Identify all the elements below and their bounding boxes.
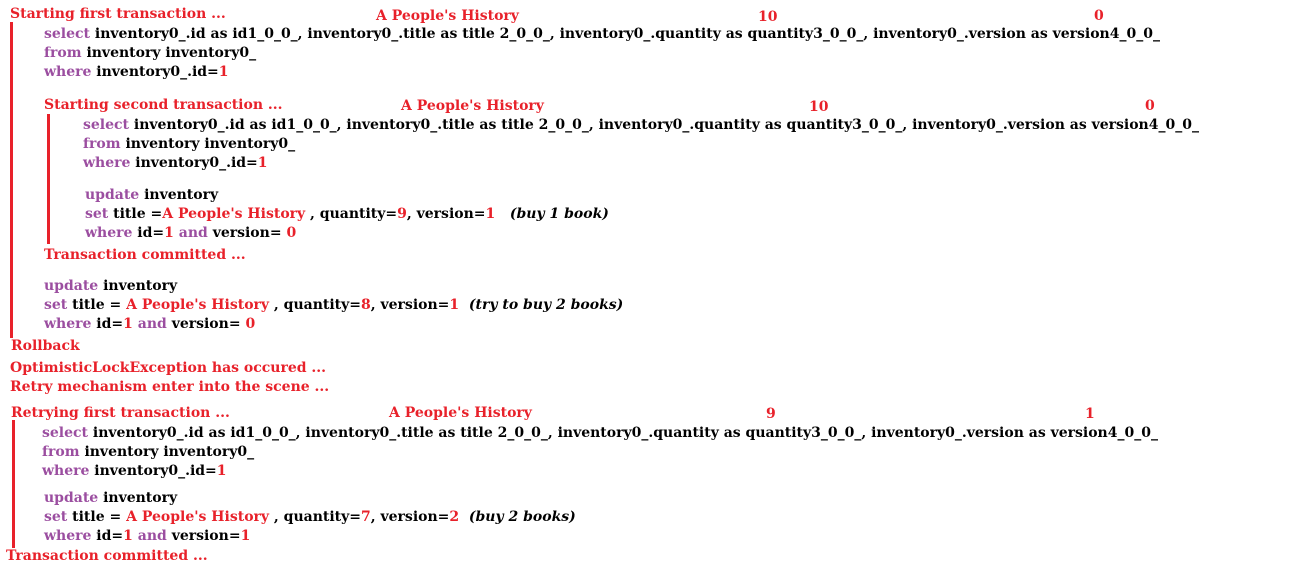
second-set-line: set title =A People's History , quantity… [85, 206, 609, 222]
first-set-line: set title = A People's History , quantit… [44, 297, 624, 313]
first-transaction-bar [10, 22, 13, 338]
rollback-message: Rollback [11, 338, 80, 354]
retry-from-line: from inventory inventory0_ [42, 444, 255, 460]
retry-set-line: set title = A People's History , quantit… [44, 509, 576, 525]
retry-transaction-bar [12, 420, 15, 548]
retry-update-where-line: where id=1 and version=1 [44, 528, 251, 544]
retry-transaction-heading: Retrying first transaction ... [11, 405, 230, 421]
first-select-line: select inventory0_.id as id1_0_0_, inven… [44, 26, 1160, 42]
second-committed: Transaction committed ... [44, 247, 246, 263]
retry-book-title: A People's History [389, 405, 532, 421]
second-where-line: where inventory0_.id=1 [83, 155, 268, 171]
second-transaction-heading: Starting second transaction ... [44, 97, 283, 113]
first-transaction-heading: Starting first transaction ... [10, 6, 226, 22]
first-update-where-line: where id=1 and version= 0 [44, 316, 256, 332]
retry-update-line: update inventory [44, 490, 178, 506]
retry-where-line: where inventory0_.id=1 [42, 463, 227, 479]
second-book-title: A People's History [401, 98, 544, 114]
second-select-line: select inventory0_.id as id1_0_0_, inven… [83, 117, 1199, 133]
retry-select-line: select inventory0_.id as id1_0_0_, inven… [42, 425, 1158, 441]
second-version: 0 [1145, 98, 1155, 114]
first-version: 0 [1094, 8, 1104, 24]
retry-version: 1 [1085, 406, 1095, 422]
second-quantity: 10 [809, 99, 829, 115]
exception-message: OptimisticLockException has occured ... [10, 360, 327, 376]
second-from-line: from inventory inventory0_ [83, 136, 296, 152]
first-update-line: update inventory [44, 278, 178, 294]
retry-message: Retry mechanism enter into the scene ... [10, 379, 330, 395]
second-update-line: update inventory [85, 187, 219, 203]
second-update-where-line: where id=1 and version= 0 [85, 225, 297, 241]
retry-quantity: 9 [766, 406, 776, 422]
first-from-line: from inventory inventory0_ [44, 45, 257, 61]
retry-committed: Transaction committed ... [6, 548, 208, 564]
second-transaction-bar [47, 114, 50, 244]
first-where-line: where inventory0_.id=1 [44, 64, 229, 80]
first-book-title: A People's History [376, 8, 519, 24]
first-quantity: 10 [758, 9, 778, 25]
